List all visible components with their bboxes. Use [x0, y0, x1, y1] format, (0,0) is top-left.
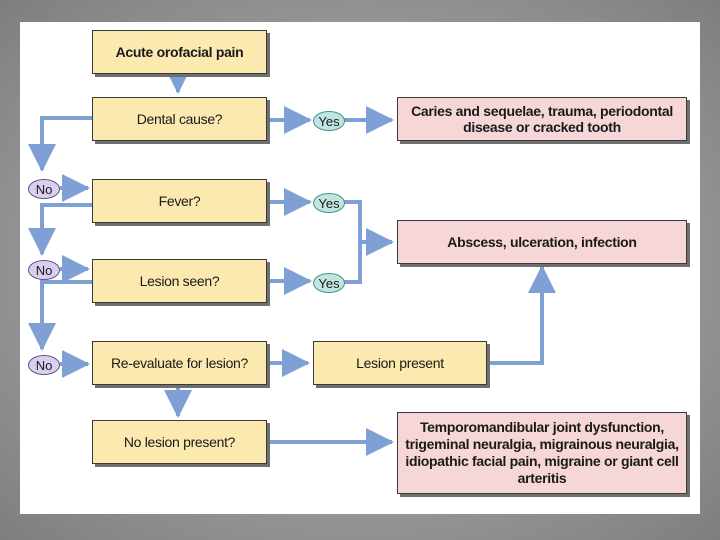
arrow-yes-merge	[342, 200, 362, 284]
no-badge-dental-label: No	[35, 181, 53, 197]
outcome-infection-box: Abscess, ulceration, infection	[397, 220, 687, 264]
arrow-lesion-present-to-infection	[486, 265, 556, 365]
question-reevaluate-box: Re-evaluate for lesion?	[92, 341, 267, 385]
arrow-lesion-no	[28, 280, 92, 351]
yes-badge-dental: Yes	[313, 111, 345, 131]
question-no-lesion-box: No lesion present?	[92, 420, 267, 464]
arrow-dental-no	[28, 116, 92, 172]
outcome-other-box: Temporomandibular joint dysfunction, tri…	[397, 412, 687, 494]
question-lesion-box: Lesion seen?	[92, 259, 267, 303]
arrow-fever-no	[28, 203, 92, 256]
connector-arrows	[28, 66, 556, 456]
lesion-present-box: Lesion present	[313, 341, 487, 385]
slide: Acute orofacial pain Dental cause? Fever…	[20, 22, 700, 514]
yes-badge-fever-label: Yes	[318, 195, 340, 211]
start-box: Acute orofacial pain	[92, 30, 267, 74]
no-badge-fever: No	[28, 260, 60, 280]
question-fever-label: Fever?	[158, 193, 201, 209]
question-reevaluate-label: Re-evaluate for lesion?	[110, 355, 249, 371]
outcome-dental-box: Caries and sequelae, trauma, periodontal…	[397, 97, 687, 141]
question-lesion-label: Lesion seen?	[139, 273, 220, 289]
yes-badge-dental-label: Yes	[318, 113, 340, 129]
yes-badge-lesion-label: Yes	[318, 275, 340, 291]
no-badge-lesion-label: No	[35, 357, 53, 373]
outcome-infection-label: Abscess, ulceration, infection	[447, 234, 637, 250]
outcome-other-label: Temporomandibular joint dysfunction, tri…	[405, 419, 679, 486]
no-badge-lesion: No	[28, 355, 60, 375]
no-badge-fever-label: No	[35, 262, 53, 278]
outcome-dental-label: Caries and sequelae, trauma, periodontal…	[411, 103, 673, 135]
lesion-present-label: Lesion present	[356, 355, 444, 371]
question-dental-box: Dental cause?	[92, 97, 267, 141]
yes-badge-lesion: Yes	[313, 273, 345, 293]
question-dental-label: Dental cause?	[136, 111, 223, 127]
question-fever-box: Fever?	[92, 179, 267, 223]
start-label: Acute orofacial pain	[115, 44, 244, 60]
question-no-lesion-label: No lesion present?	[123, 434, 236, 450]
no-badge-dental: No	[28, 179, 60, 199]
yes-badge-fever: Yes	[313, 193, 345, 213]
